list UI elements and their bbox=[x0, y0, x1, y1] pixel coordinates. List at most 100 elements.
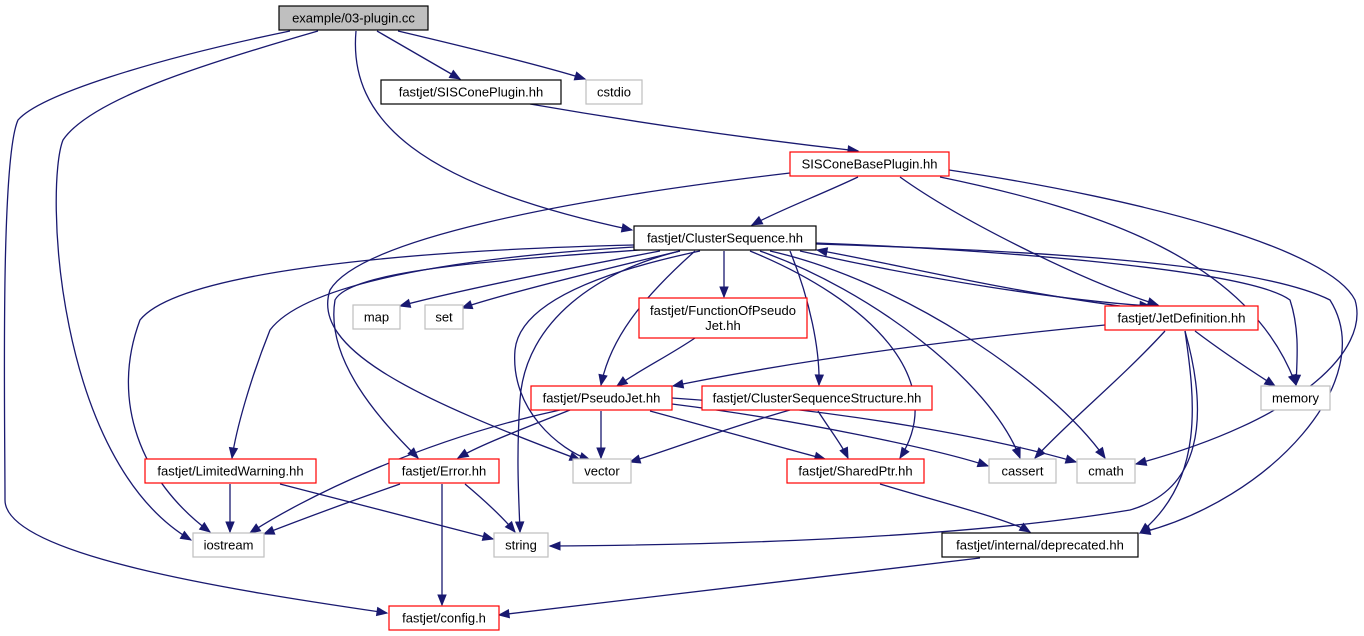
edge-line bbox=[231, 246, 635, 459]
node-box bbox=[388, 605, 500, 631]
node-box bbox=[1076, 458, 1136, 484]
arrowhead bbox=[628, 454, 642, 464]
edge-line bbox=[939, 176, 1297, 386]
node-cluster-seq[interactable]: fastjet/ClusterSequence.hh bbox=[633, 225, 817, 251]
arrowhead bbox=[1064, 454, 1078, 464]
edge-line bbox=[498, 557, 981, 616]
arrowhead bbox=[375, 606, 389, 617]
edge-line bbox=[751, 176, 859, 226]
edge-cluster_seq-to-function_of_pj bbox=[719, 251, 729, 299]
edge-jet_def-to-memory bbox=[1194, 330, 1277, 387]
node-label: cstdio bbox=[597, 85, 631, 100]
edge-siscone_base-to-cluster_seq bbox=[750, 176, 859, 226]
node-label: fastjet/config.h bbox=[402, 611, 486, 626]
node-deprecated[interactable]: fastjet/internal/deprecated.hh bbox=[941, 532, 1139, 558]
edge-line bbox=[514, 250, 701, 461]
edge-cluster_seq-to-cs_structure bbox=[789, 250, 825, 387]
node-label: memory bbox=[1272, 391, 1319, 406]
node-cmath[interactable]: cmath bbox=[1076, 458, 1136, 484]
node-box bbox=[352, 304, 401, 330]
node-cassert[interactable]: cassert bbox=[988, 458, 1057, 484]
edge-pseudojet-to-vector bbox=[596, 411, 606, 460]
edge-line bbox=[461, 250, 681, 309]
arrowhead bbox=[671, 379, 685, 389]
arrowhead bbox=[1138, 522, 1152, 534]
node-box bbox=[530, 385, 673, 411]
edge-jet_def-to-deprecated bbox=[1138, 330, 1193, 534]
edge-line bbox=[649, 410, 826, 460]
edge-cluster_seq-to-map bbox=[398, 250, 661, 308]
edge-cluster_seq-to-vector bbox=[514, 250, 701, 462]
node-label: cmath bbox=[1088, 464, 1123, 479]
node-vector[interactable]: vector bbox=[572, 458, 632, 484]
edge-cs_structure-to-vector bbox=[628, 409, 791, 464]
arrowhead bbox=[248, 523, 262, 534]
arrowhead bbox=[1095, 446, 1106, 460]
node-box bbox=[988, 458, 1057, 484]
node-config[interactable]: fastjet/config.h bbox=[388, 605, 500, 631]
node-cstdio[interactable]: cstdio bbox=[585, 79, 643, 105]
edge-pseudojet-to-iostream bbox=[248, 409, 561, 534]
arrowhead bbox=[179, 530, 193, 541]
edge-cluster_seq-to-set bbox=[460, 250, 681, 310]
arrowhead bbox=[719, 286, 729, 299]
arrowhead bbox=[815, 247, 829, 257]
node-box bbox=[493, 532, 549, 558]
edge-line bbox=[1034, 330, 1166, 459]
node-set[interactable]: set bbox=[424, 304, 464, 330]
arrowhead bbox=[460, 300, 474, 310]
edge-line bbox=[629, 409, 791, 463]
edge-line bbox=[799, 250, 1151, 307]
node-error[interactable]: fastjet/Error.hh bbox=[388, 458, 500, 484]
edge-line bbox=[672, 324, 1106, 387]
edge-cluster_seq-to-cassert bbox=[759, 250, 1021, 460]
node-cs-structure[interactable]: fastjet/ClusterSequenceStructure.hh bbox=[701, 385, 933, 411]
node-iostream[interactable]: iostream bbox=[192, 532, 265, 558]
edge-line bbox=[376, 30, 461, 80]
node-siscone-base[interactable]: SISConeBasePlugin.hh bbox=[789, 151, 950, 177]
node-label: fastjet/ClusterSequence.hh bbox=[647, 231, 803, 246]
node-label: example/03-plugin.cc bbox=[292, 11, 415, 26]
edge-error-to-iostream bbox=[262, 483, 401, 535]
node-box bbox=[388, 458, 500, 484]
edge-jet_def-to-cluster_seq bbox=[815, 247, 1121, 307]
node-limited-warning[interactable]: fastjet/LimitedWarning.hh bbox=[144, 458, 317, 484]
node-root: example/03-plugin.cc bbox=[278, 5, 429, 31]
node-box bbox=[424, 304, 464, 330]
edge-siscone_base-to-jet_def bbox=[899, 176, 1160, 307]
node-label: Jet.hh bbox=[705, 318, 740, 333]
node-memory[interactable]: memory bbox=[1260, 385, 1331, 411]
node-pseudojet[interactable]: fastjet/PseudoJet.hh bbox=[530, 385, 673, 411]
edge-pseudojet-to-shared_ptr bbox=[649, 410, 827, 461]
arrowhead bbox=[198, 521, 212, 533]
node-siscone-plugin[interactable]: fastjet/SISConePlugin.hh bbox=[380, 79, 562, 105]
edge-line bbox=[759, 250, 1021, 459]
arrowhead bbox=[1011, 446, 1021, 460]
edge-line bbox=[815, 243, 1343, 534]
node-map[interactable]: map bbox=[352, 304, 401, 330]
edge-line bbox=[249, 409, 561, 534]
node-box bbox=[278, 5, 429, 31]
arrowhead bbox=[225, 521, 235, 534]
node-label: fastjet/internal/deprecated.hh bbox=[956, 538, 1124, 553]
edge-siscone_plugin-to-siscone_base bbox=[529, 103, 860, 155]
node-label: fastjet/ClusterSequenceStructure.hh bbox=[713, 391, 922, 406]
arrowhead bbox=[504, 520, 516, 534]
edge-line bbox=[55, 30, 319, 541]
node-jet-def[interactable]: fastjet/JetDefinition.hh bbox=[1104, 305, 1259, 331]
edge-line bbox=[279, 483, 494, 540]
node-label: fastjet/LimitedWarning.hh bbox=[157, 464, 303, 479]
edge-line bbox=[397, 30, 586, 80]
edge-cluster_seq-to-shared_ptr bbox=[749, 250, 916, 460]
edge-line bbox=[549, 330, 1199, 547]
node-box bbox=[701, 385, 933, 411]
edge-cluster_seq-to-pseudojet bbox=[598, 250, 696, 387]
arrowhead bbox=[437, 594, 447, 607]
node-box bbox=[380, 79, 562, 105]
arrowhead bbox=[598, 373, 608, 387]
node-shared-ptr[interactable]: fastjet/SharedPtr.hh bbox=[786, 458, 925, 484]
node-string[interactable]: string bbox=[493, 532, 549, 558]
edge-cs_structure-to-shared_ptr bbox=[817, 410, 849, 460]
